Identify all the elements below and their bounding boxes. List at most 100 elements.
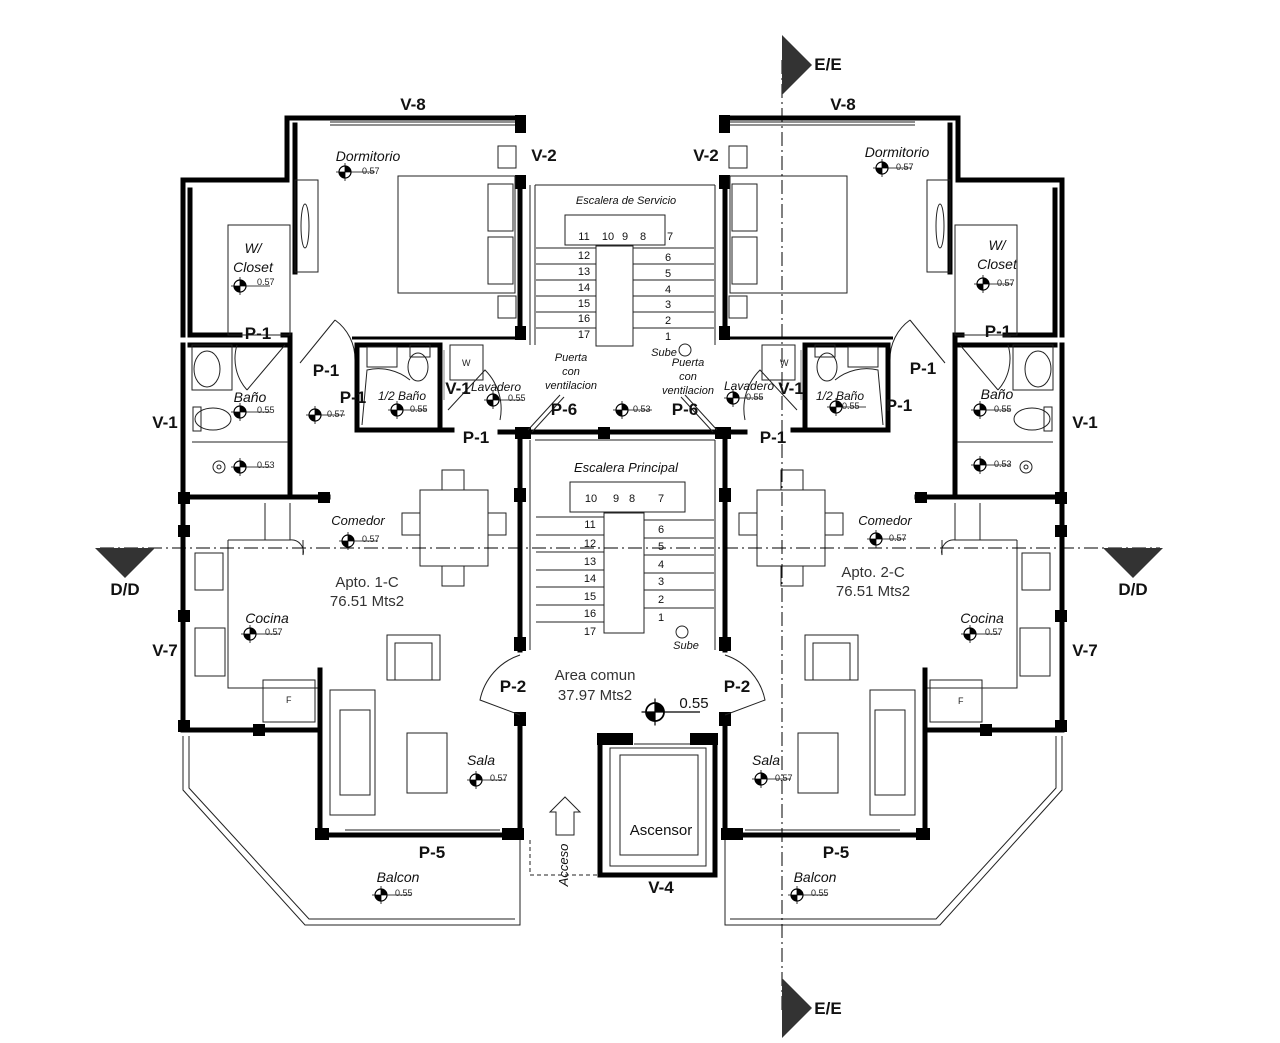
step-number: 15 bbox=[578, 298, 590, 310]
step-number: 9 bbox=[622, 231, 628, 243]
section-label: E/E bbox=[814, 999, 841, 1018]
room-label: Sala bbox=[752, 752, 780, 768]
room-label: Cocina bbox=[245, 610, 289, 626]
apartment-area: 76.51 Mts2 bbox=[836, 583, 910, 600]
vent-door-label: con bbox=[679, 371, 697, 383]
room-label: Dormitorio bbox=[336, 148, 401, 164]
step-number: 7 bbox=[658, 493, 664, 505]
section-marker-icon bbox=[782, 35, 812, 95]
door-label: P-5 bbox=[823, 843, 849, 862]
level-markers bbox=[230, 158, 1014, 905]
window-label: V-1 bbox=[152, 413, 178, 432]
room-label: Baño bbox=[981, 386, 1014, 402]
step-number: 13 bbox=[578, 266, 590, 278]
fridge-label: F bbox=[286, 695, 292, 705]
level-value: 0.55 bbox=[395, 888, 413, 898]
window-label: V-1 bbox=[445, 379, 471, 398]
level-value: 0.55 bbox=[508, 393, 526, 403]
level-value: 0.53 bbox=[633, 404, 651, 414]
room-label: Lavadero bbox=[471, 380, 521, 394]
step-number: 2 bbox=[665, 315, 671, 327]
door-label: P-1 bbox=[760, 428, 786, 447]
step-number: 10 bbox=[585, 493, 597, 505]
access-label: Acceso bbox=[556, 844, 571, 888]
section-label: D/D bbox=[110, 580, 139, 599]
vent-door-label: ventilacion bbox=[545, 380, 597, 392]
window-label: V-8 bbox=[830, 95, 856, 114]
window-label: V-7 bbox=[1072, 641, 1098, 660]
step-number: 1 bbox=[658, 612, 664, 624]
level-value: 0.55 bbox=[257, 405, 275, 415]
room-label: Dormitorio bbox=[865, 144, 930, 160]
fridge-label: F bbox=[958, 696, 964, 706]
step-number: 12 bbox=[584, 538, 596, 550]
level-value: 0.57 bbox=[265, 627, 283, 637]
step-number: 14 bbox=[578, 282, 590, 294]
step-number: 4 bbox=[658, 559, 664, 571]
apartment-name: Apto. 1-C bbox=[335, 574, 399, 591]
step-number: 15 bbox=[584, 591, 596, 603]
window-label: V-7 bbox=[152, 641, 178, 660]
step-number: 1 bbox=[665, 331, 671, 343]
door-label: P-5 bbox=[419, 843, 445, 862]
vent-door-label: ventilacion bbox=[662, 385, 714, 397]
step-number: 16 bbox=[578, 313, 590, 325]
door-label: P-2 bbox=[500, 677, 526, 696]
core-plan bbox=[515, 184, 731, 878]
level-value: 0.57 bbox=[490, 773, 508, 783]
room-label: W/ bbox=[988, 237, 1007, 253]
step-number: 6 bbox=[665, 252, 671, 264]
level-value: 0.55 bbox=[811, 888, 829, 898]
apartment-name: Apto. 2-C bbox=[841, 564, 905, 581]
step-number: 5 bbox=[665, 268, 671, 280]
door-label: P-1 bbox=[886, 396, 912, 415]
level-value: 0.57 bbox=[997, 278, 1015, 288]
elevator-label: Ascensor bbox=[630, 822, 693, 839]
room-label: 1/2 Baño bbox=[816, 389, 864, 403]
room-label: W/ bbox=[244, 240, 263, 256]
step-number: 17 bbox=[578, 329, 590, 341]
section-marker-icon bbox=[782, 978, 812, 1038]
door-label: P-6 bbox=[551, 400, 577, 419]
level-value: 0.53 bbox=[994, 459, 1012, 469]
door-label: P-2 bbox=[724, 677, 750, 696]
level-value: 0.57 bbox=[775, 773, 793, 783]
window-label: V-1 bbox=[1072, 413, 1098, 432]
door-label: P-1 bbox=[245, 324, 271, 343]
sube-label: Sube bbox=[651, 347, 677, 359]
level-value: 0.55 bbox=[746, 392, 764, 402]
service-stair-label: Escalera de Servicio bbox=[576, 195, 676, 207]
core-labels: Escalera de Servicio 11 10 9 8 7 12 13 1… bbox=[545, 195, 714, 897]
room-label: Cocina bbox=[960, 610, 1004, 626]
room-label: Sala bbox=[467, 752, 495, 768]
door-label: P-1 bbox=[463, 428, 489, 447]
door-label: P-1 bbox=[340, 388, 366, 407]
level-value: 0.57 bbox=[896, 162, 914, 172]
step-number: 17 bbox=[584, 626, 596, 638]
door-label: P-1 bbox=[985, 322, 1011, 341]
room-label: Lavadero bbox=[724, 379, 774, 393]
room-label: Closet bbox=[977, 256, 1018, 272]
step-number: 12 bbox=[578, 250, 590, 262]
room-label: Comedor bbox=[331, 513, 385, 528]
window-label: V-4 bbox=[648, 878, 674, 897]
door-label: P-1 bbox=[313, 361, 339, 380]
section-marker-icon bbox=[95, 548, 155, 578]
level-value: 0.55 bbox=[410, 404, 428, 414]
level-value: 0.57 bbox=[985, 627, 1003, 637]
level-value: 0.57 bbox=[327, 409, 345, 419]
level-value: 0.57 bbox=[889, 533, 907, 543]
step-number: 4 bbox=[665, 284, 671, 296]
level-value: 0.55 bbox=[842, 401, 860, 411]
step-number: 13 bbox=[584, 556, 596, 568]
step-number: 16 bbox=[584, 608, 596, 620]
level-value: 0.57 bbox=[362, 166, 380, 176]
level-value: 0.53 bbox=[257, 460, 275, 470]
room-label: Balcon bbox=[377, 869, 420, 885]
step-number: 8 bbox=[629, 493, 635, 505]
level-value: 0.55 bbox=[679, 695, 708, 712]
apartment-area: 76.51 Mts2 bbox=[330, 593, 404, 610]
apartment-2c-labels: V-8 V-2 V-1 V-1 V-7 P-1 P-1 P-1 P-1 P-2 … bbox=[693, 95, 1098, 898]
step-number: 14 bbox=[584, 573, 596, 585]
common-area-size: 37.97 Mts2 bbox=[558, 687, 632, 704]
